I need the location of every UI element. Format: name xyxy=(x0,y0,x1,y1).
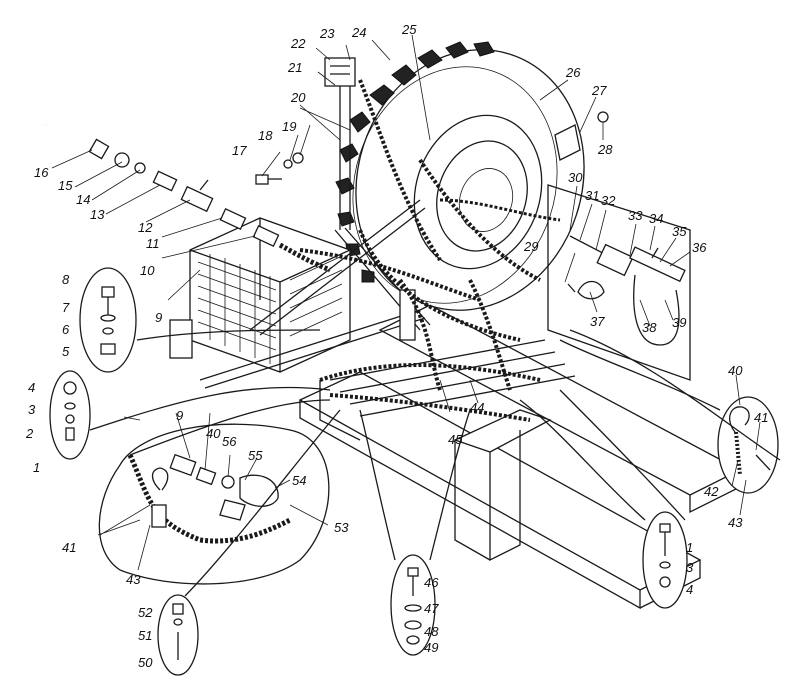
callout-8: 8 xyxy=(62,272,70,287)
callout-30: 30 xyxy=(568,170,583,185)
callout-35: 35 xyxy=(672,224,687,239)
callout-44: 44 xyxy=(470,400,484,415)
callout-50: 50 xyxy=(138,655,153,670)
callout-36: 36 xyxy=(692,240,707,255)
callout-37: 37 xyxy=(590,314,605,329)
callout-56: 56 xyxy=(222,434,237,449)
clamp-bracket xyxy=(554,111,609,161)
callout-10: 10 xyxy=(140,263,155,278)
callout-54: 54 xyxy=(292,473,306,488)
callout-53: 53 xyxy=(334,520,349,535)
callout-40b: 40 xyxy=(206,426,221,441)
callout-20: 20 xyxy=(290,90,306,105)
callout-5: 5 xyxy=(62,344,70,359)
callout-11: 11 xyxy=(146,236,160,251)
valve-detail-panel xyxy=(547,184,691,381)
callout-13: 13 xyxy=(90,207,105,222)
callout-49: 49 xyxy=(424,640,438,655)
callout-43b: 43 xyxy=(126,572,141,587)
callout-32: 32 xyxy=(601,193,616,208)
callout-1a: 1 xyxy=(33,460,40,475)
callout-12: 12 xyxy=(138,220,153,235)
callout-51: 51 xyxy=(138,628,152,643)
callout-7: 7 xyxy=(62,300,70,315)
callout-3b: 3 xyxy=(686,560,694,575)
callout-23: 23 xyxy=(319,26,335,41)
callout-27: 27 xyxy=(591,83,607,98)
fastener-oval-1-3-4 xyxy=(642,511,688,609)
heater-hoses xyxy=(299,79,561,422)
callout-24: 24 xyxy=(351,25,366,40)
callout-31: 31 xyxy=(585,188,599,203)
callout-15: 15 xyxy=(58,178,73,193)
callout-labels: 1 2 3 4 5 6 7 8 9 9 10 11 12 13 14 15 16… xyxy=(25,22,768,670)
fastener-oval-5-8 xyxy=(79,267,137,373)
callout-47: 47 xyxy=(424,601,439,616)
callout-21: 21 xyxy=(287,60,302,75)
callout-17: 17 xyxy=(232,143,247,158)
callout-14: 14 xyxy=(76,192,90,207)
spare-wheel xyxy=(335,41,585,311)
cooler-core xyxy=(169,217,351,373)
callout-26: 26 xyxy=(565,65,581,80)
callout-6: 6 xyxy=(62,322,70,337)
bolt-nut-set-17-19 xyxy=(255,152,304,185)
callout-16: 16 xyxy=(34,165,49,180)
fastener-oval-46-49 xyxy=(390,554,436,656)
callout-38: 38 xyxy=(642,320,657,335)
callout-2: 2 xyxy=(25,426,34,441)
callout-41a: 41 xyxy=(754,410,768,425)
callout-41b: 41 xyxy=(62,540,76,555)
carrier-bracket xyxy=(199,57,431,389)
callout-3a: 3 xyxy=(28,402,36,417)
callout-43a: 43 xyxy=(728,515,743,530)
callout-22: 22 xyxy=(290,36,306,51)
callout-4b: 4 xyxy=(686,582,693,597)
callout-45: 45 xyxy=(448,432,463,447)
fastener-oval-1-4 xyxy=(49,370,91,460)
callout-48: 48 xyxy=(424,624,439,639)
callout-40a: 40 xyxy=(728,363,743,378)
callout-9b: 9 xyxy=(176,408,183,423)
callout-9a: 9 xyxy=(155,310,162,325)
callout-25: 25 xyxy=(401,22,417,37)
callout-34: 34 xyxy=(649,211,663,226)
callout-19: 19 xyxy=(282,119,296,134)
callout-39: 39 xyxy=(672,315,686,330)
callout-18: 18 xyxy=(258,128,273,143)
callout-33: 33 xyxy=(628,208,643,223)
callout-46: 46 xyxy=(424,575,439,590)
pipe-grid xyxy=(319,339,576,441)
callout-55: 55 xyxy=(248,448,263,463)
callout-4a: 4 xyxy=(28,380,35,395)
hook-oval-40-43 xyxy=(717,396,779,494)
callout-52: 52 xyxy=(138,605,153,620)
hose-exploded-oval xyxy=(98,423,330,585)
callout-42: 42 xyxy=(704,484,719,499)
fastener-oval-50-52 xyxy=(157,594,199,676)
hose-fittings-assembly xyxy=(44,120,331,273)
callout-28: 28 xyxy=(597,142,613,157)
leader-lines xyxy=(51,34,761,571)
callout-29: 29 xyxy=(523,239,538,254)
callout-1b: 1 xyxy=(686,540,693,555)
